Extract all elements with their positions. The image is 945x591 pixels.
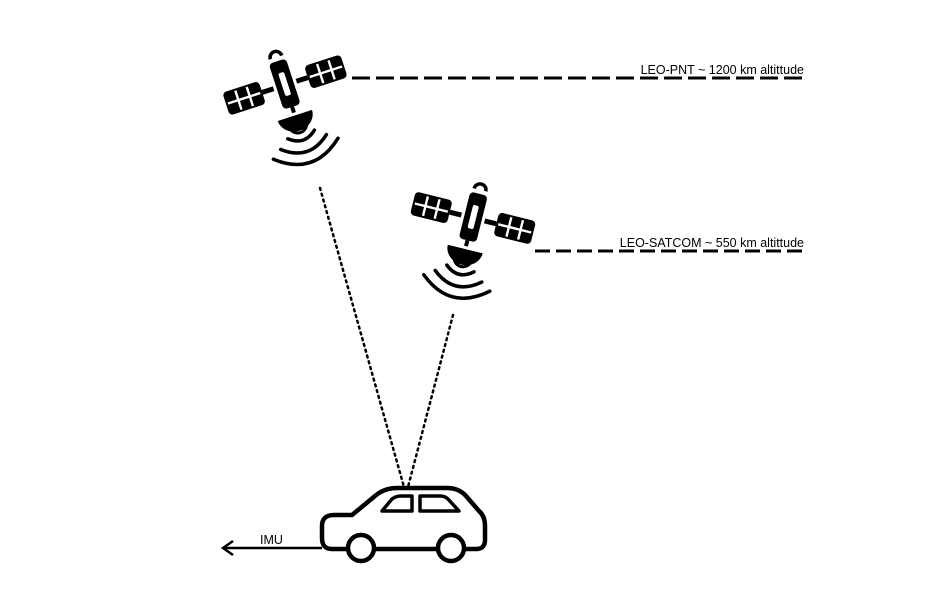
imu-label: IMU [260, 533, 283, 547]
satellite-icon [391, 167, 544, 314]
satcom-signal-path [406, 313, 455, 489]
leo-pnt-label: LEO-PNT ~ 1200 km altittude [640, 63, 804, 77]
arrow-left-icon [220, 539, 322, 557]
pnt-signal-path [318, 186, 406, 489]
car-icon [319, 485, 488, 564]
satellite-icon [213, 30, 371, 184]
leo-satcom-label: LEO-SATCOM ~ 550 km altittude [619, 236, 804, 250]
